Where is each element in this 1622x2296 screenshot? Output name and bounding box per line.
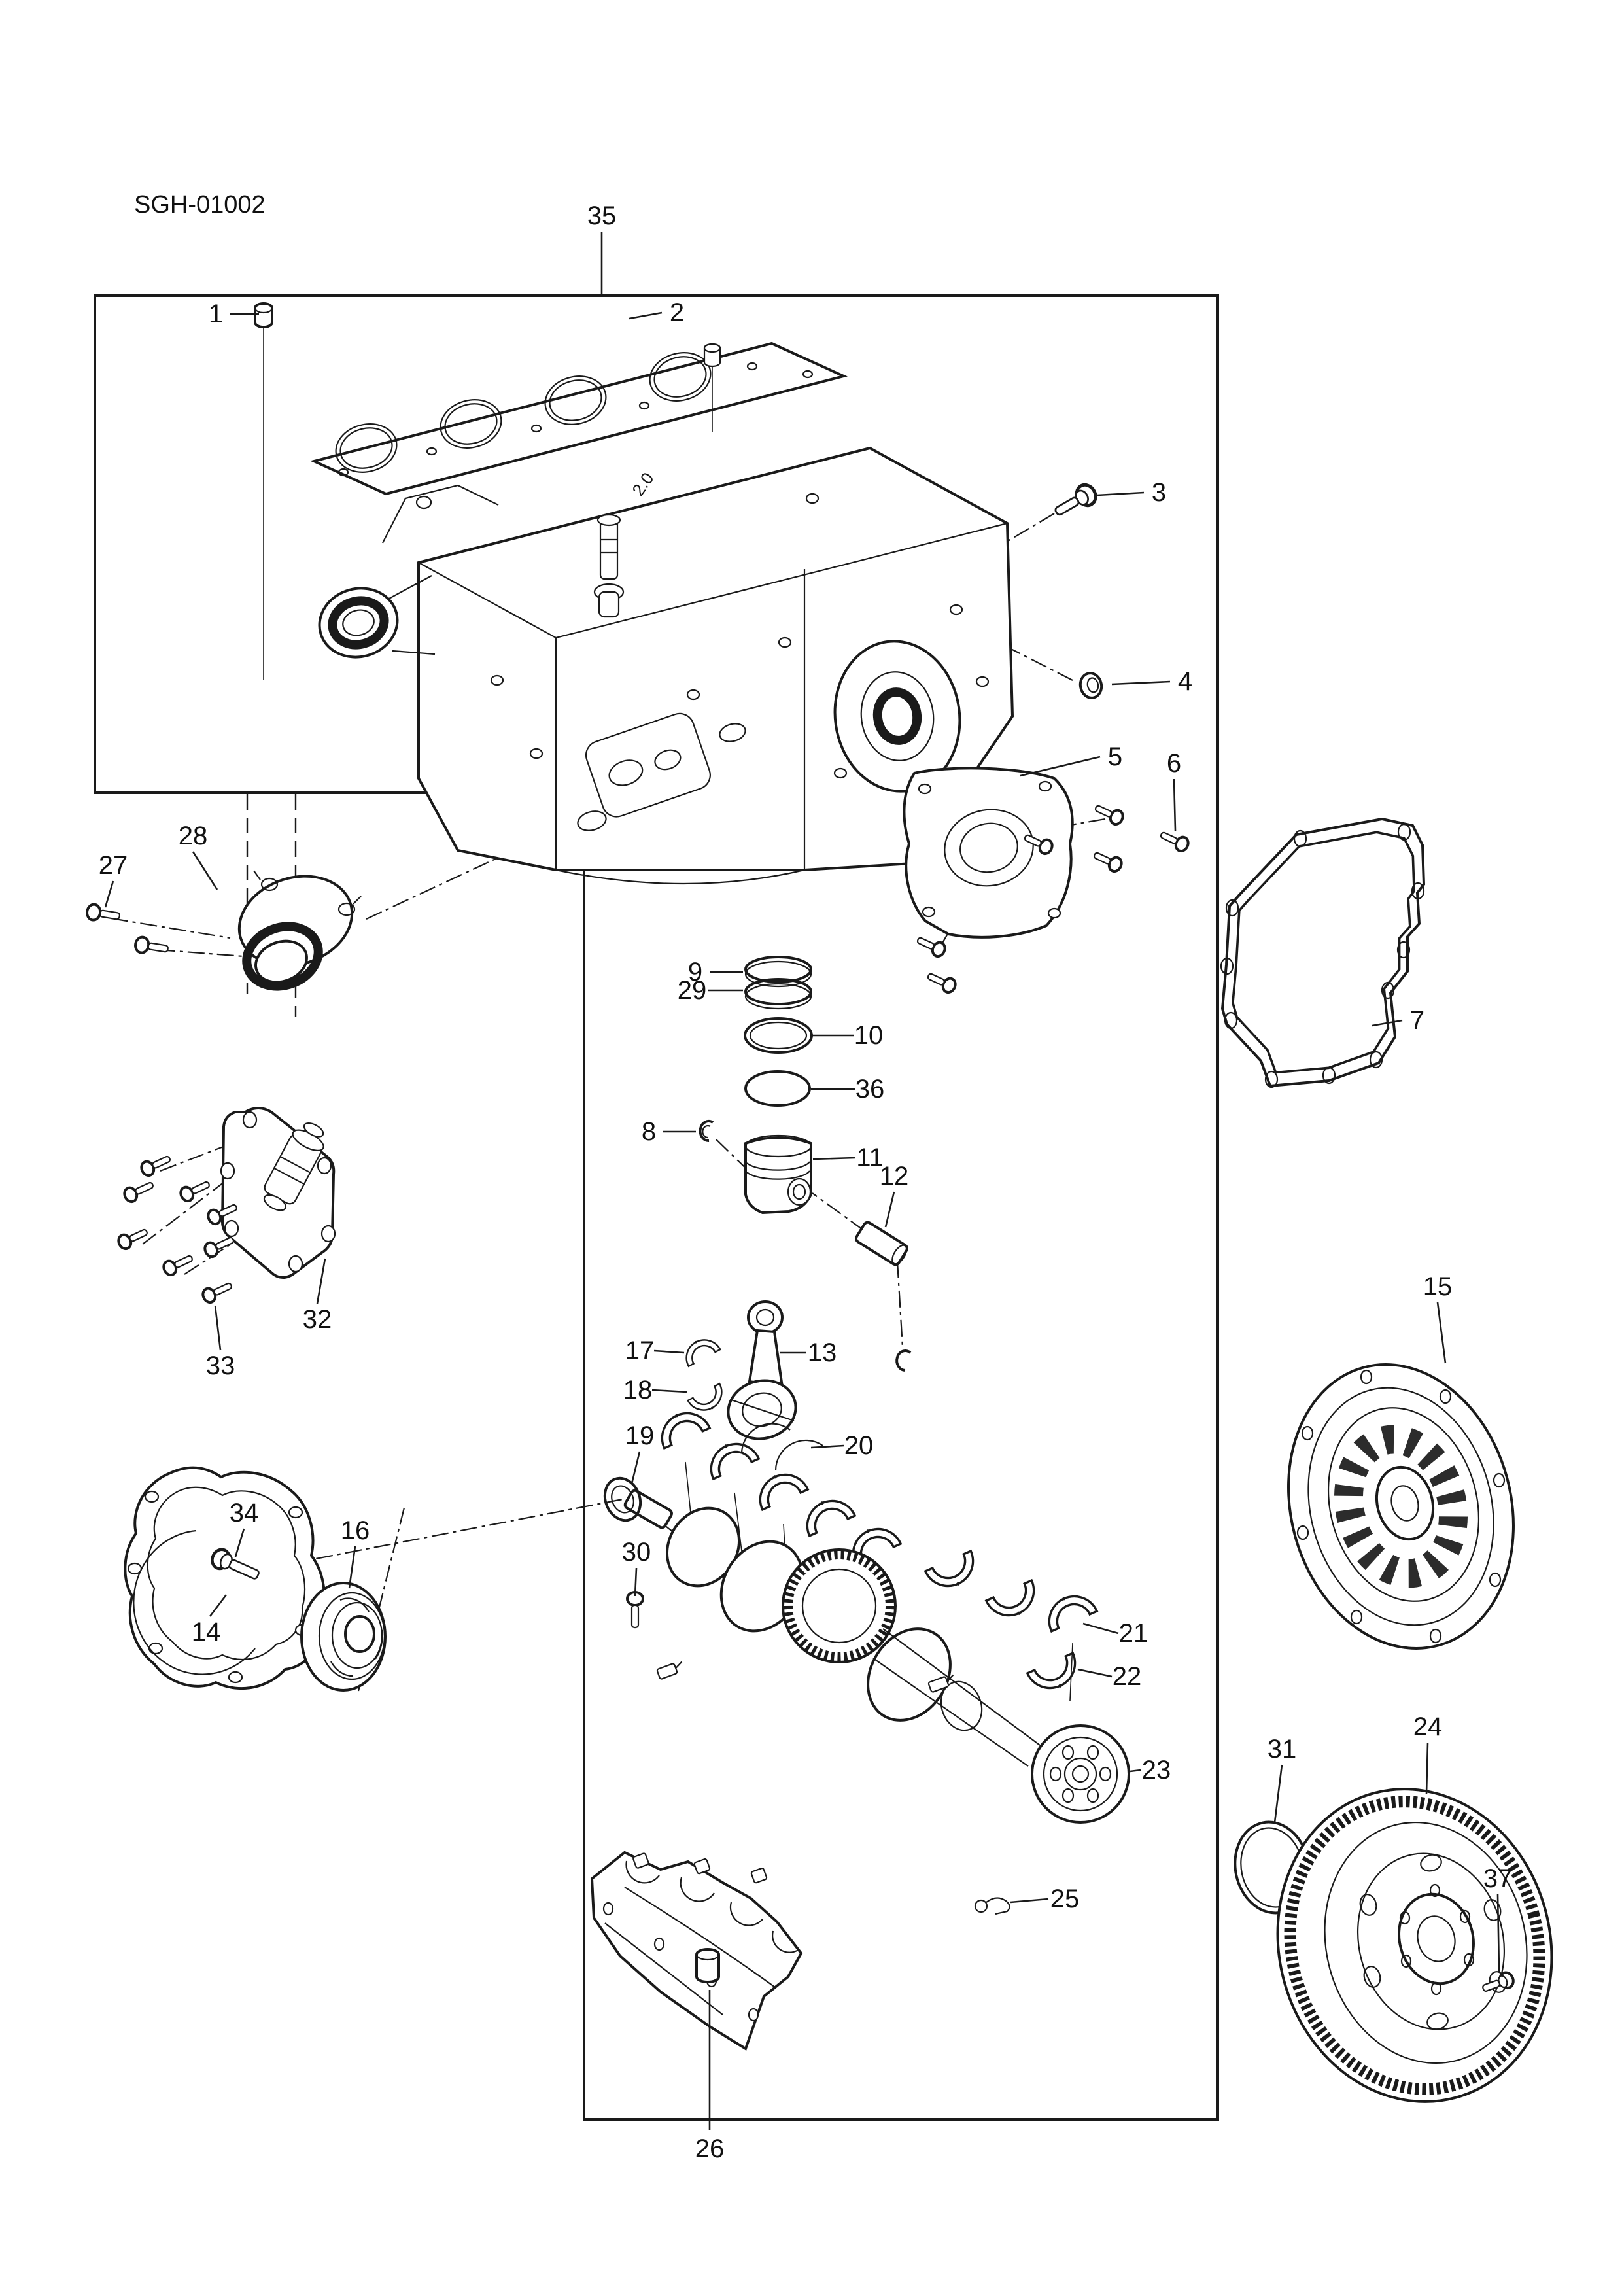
callout-6: 6 [1167,749,1181,778]
callout-24: 24 [1413,1713,1443,1741]
callout-27: 27 [99,851,128,880]
flywheel [1276,1788,1553,2103]
callout-11: 11 [856,1143,884,1172]
water-pump-plate [124,1466,326,1690]
crank-pulley [300,1582,387,1692]
piston [744,1134,812,1215]
rod-bearing-lower [687,1383,730,1419]
oil-cooler-bolts [117,1155,237,1304]
crank-front-seal [603,1476,642,1522]
callout-35: 35 [587,201,617,230]
callout-26: 26 [695,2134,725,2163]
callout-10: 10 [854,1021,884,1050]
clutch-pressure-plate [1287,1363,1515,1650]
injector [593,513,625,618]
cup-plug [1078,672,1103,699]
callout-4: 4 [1178,667,1192,696]
callout-20: 20 [844,1431,874,1460]
diagram-frame [94,294,1219,2121]
callout-34: 34 [230,1499,259,1527]
diagram-code: SGH-01002 [134,191,266,218]
main-bearing-4 [797,1490,856,1537]
front-bracket [382,484,499,544]
callout-18: 18 [623,1376,653,1404]
piston-pin-snap-ring [699,1120,714,1143]
callout-37: 37 [1483,1864,1513,1893]
head-gasket [310,341,848,496]
thrust-washers [740,1423,823,1471]
callout-21: 21 [1119,1619,1148,1648]
block-cast-mark: 2.0 [628,469,657,500]
oil-squirter-2 [927,1674,954,1693]
piston-ring-oil [744,1017,813,1054]
water-outlet [318,575,436,659]
thermostat-bolts [86,903,169,954]
connecting-rod [727,1300,797,1440]
callout-2: 2 [670,298,684,327]
main-bearing-lower-1 [924,1550,983,1597]
callout-19: 19 [625,1421,655,1450]
callout-15: 15 [1423,1272,1453,1301]
callout-8: 8 [642,1117,656,1146]
rod-bearing-upper [678,1331,721,1367]
callout-12: 12 [880,1162,909,1191]
callout-9: 9 [688,958,702,986]
callout-36: 36 [855,1075,885,1104]
cylinder-block: 2.0 [310,341,1014,885]
main-bearing-lower-2 [985,1579,1044,1626]
callout-5: 5 [1108,742,1122,771]
crankshaft [623,1489,1130,1824]
callout-32: 32 [303,1305,332,1334]
callout-30: 30 [622,1538,651,1567]
callout-3: 3 [1152,478,1166,507]
callout-33: 33 [206,1351,235,1380]
main-bearing-2 [701,1433,760,1480]
callout-23: 23 [1142,1756,1171,1784]
rear-main-seal-opening [833,640,961,793]
callout-25: 25 [1050,1885,1080,1913]
dowel-pin [254,302,273,328]
callout-leaders [104,232,1500,2130]
main-bearing-lower-4 [1026,1652,1085,1699]
transmission-case-gasket [1220,817,1426,1088]
lower-gasket-plate [585,712,711,818]
main-bearing-3 [750,1464,809,1511]
dowel-pin-on-gasket [703,343,721,432]
callout-28: 28 [179,822,208,850]
seal-retainer-plate [903,767,1074,939]
callout-1: 1 [209,300,223,328]
callout-14: 14 [192,1618,221,1646]
callout-16: 16 [341,1516,370,1545]
callout-13: 13 [808,1338,837,1367]
hook-clip [974,1897,1010,1915]
piston-ring-second [744,978,812,1010]
oil-cooler-housing [220,1107,336,1279]
piston-ring-top [744,956,812,988]
callout-31: 31 [1268,1735,1297,1764]
block-fasteners [490,493,990,831]
oil-drain-plug [695,1948,720,1983]
piston-pin [855,1221,908,1266]
pin-snap-ring-2 [895,1349,912,1372]
pulley-bolt [626,1591,644,1629]
piston-ring-oil-rail [744,1070,811,1107]
callout-7: 7 [1410,1006,1424,1035]
thermostat-housing [237,870,362,991]
crank-rear-flange [1031,1724,1130,1824]
bedplate [590,1851,803,2051]
seal-plate-bolts [916,805,1190,994]
oil-squirter-1 [656,1661,683,1680]
callout-22: 22 [1113,1662,1142,1691]
flywheel-bolt [1482,1971,1515,1992]
callout-29: 29 [678,976,707,1005]
sensor-bolt [1054,483,1097,516]
callout-17: 17 [625,1336,655,1365]
pulley-center-bolt [211,1548,260,1580]
